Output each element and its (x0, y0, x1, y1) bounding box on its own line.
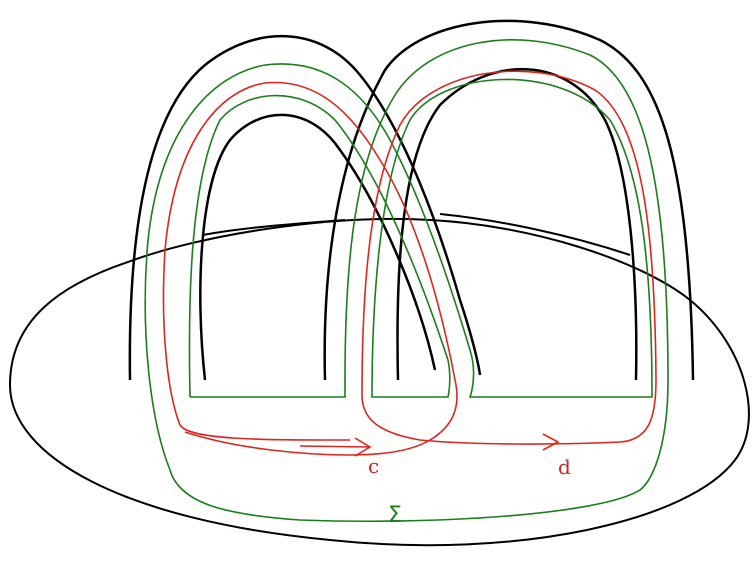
handle-1-base-arc (202, 219, 346, 236)
label-surface-sigma: Σ (388, 503, 402, 528)
label-curve-d: d (558, 455, 571, 479)
handle-1-crossing-edge (458, 299, 482, 376)
label-curve-c: c (368, 454, 380, 478)
red-curve-d (361, 70, 657, 445)
red-curve-c (162, 81, 458, 456)
green-curve-left (144, 39, 669, 523)
handle-2-base-arc (439, 213, 631, 256)
handle-1-outer (128, 35, 462, 381)
arrow-d (542, 433, 560, 451)
handle-2-inner (396, 67, 638, 381)
surface-ellipse (8, 217, 750, 547)
arrow-c-shaft (299, 445, 371, 448)
handle-2-outer (323, 19, 695, 381)
green-curve-right (188, 78, 653, 398)
